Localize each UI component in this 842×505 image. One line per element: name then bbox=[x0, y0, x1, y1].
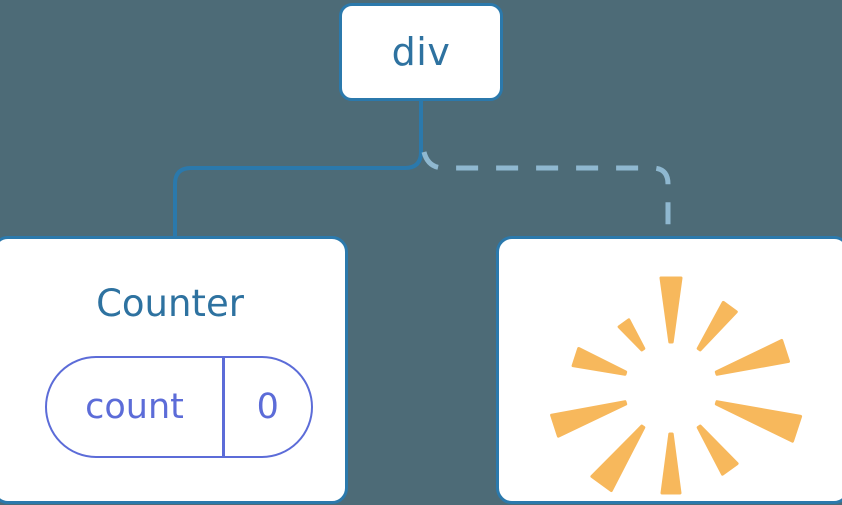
node-div[interactable]: div bbox=[339, 3, 503, 101]
burst-ray bbox=[550, 400, 628, 438]
node-counter[interactable]: Counter count 0 bbox=[0, 236, 348, 504]
sparkle-burst-icon bbox=[550, 276, 803, 495]
edge-div-to-counter bbox=[173, 99, 423, 240]
node-div-label: div bbox=[391, 30, 451, 74]
burst-ray bbox=[590, 424, 646, 492]
burst-ray bbox=[714, 339, 790, 376]
burst-ray bbox=[660, 432, 682, 495]
node-burst[interactable] bbox=[496, 236, 842, 504]
burst-ray bbox=[696, 300, 738, 352]
burst-ray bbox=[617, 318, 646, 352]
edge-div-to-burst bbox=[421, 151, 671, 238]
state-value-label: 0 bbox=[256, 386, 279, 427]
state-pill[interactable]: count 0 bbox=[45, 356, 313, 458]
burst-ray bbox=[714, 400, 803, 443]
burst-ray bbox=[696, 424, 739, 476]
state-key-label: count bbox=[85, 386, 184, 427]
state-pill-divider bbox=[222, 358, 225, 456]
burst-ray bbox=[571, 347, 628, 376]
burst-ray bbox=[659, 276, 683, 344]
node-counter-label: Counter bbox=[96, 282, 244, 325]
